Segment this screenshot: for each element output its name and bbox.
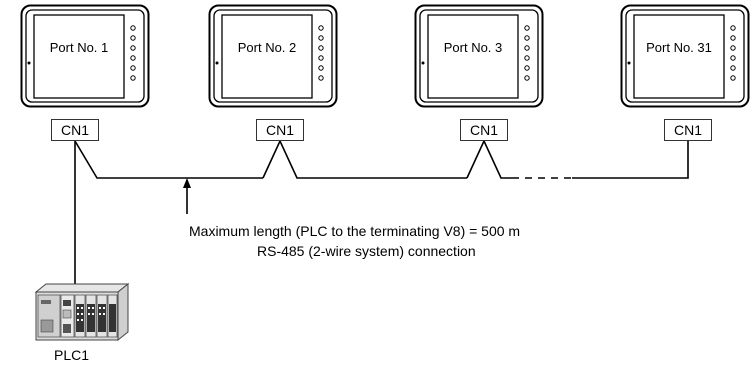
length-arrow-head — [183, 178, 191, 188]
port-label: Port No. 3 — [443, 40, 503, 55]
connector-label-31: CN1 — [664, 119, 712, 141]
hmi-station-31: Port No. 31 — [620, 4, 750, 108]
hmi-display-icon — [208, 4, 338, 108]
connector-label-3: CN1 — [460, 119, 508, 141]
port-label: Port No. 2 — [237, 40, 297, 55]
bus-segment-2 — [262, 139, 467, 179]
hmi-station-2: Port No. 2 — [208, 4, 338, 108]
connector-label-2: CN1 — [256, 119, 304, 141]
plc-icon — [34, 282, 130, 342]
hmi-display-icon — [414, 4, 544, 108]
hmi-station-1: Port No. 1 — [20, 4, 150, 108]
bus-segment-3 — [466, 139, 512, 179]
hmi-station-3: Port No. 3 — [414, 4, 544, 108]
max-length-annotation: Maximum length (PLC to the terminating V… — [189, 223, 521, 239]
hmi-display-icon — [20, 4, 150, 108]
hmi-display-icon — [620, 4, 750, 108]
plc-label: PLC1 — [54, 347, 90, 363]
bus-segment-last — [572, 141, 689, 179]
connection-type-annotation: RS-485 (2-wire system) connection — [257, 243, 476, 259]
port-label: Port No. 1 — [49, 40, 109, 55]
connector-label-1: CN1 — [51, 119, 99, 141]
bus-segment-1 — [74, 140, 263, 179]
port-label: Port No. 31 — [646, 40, 712, 55]
